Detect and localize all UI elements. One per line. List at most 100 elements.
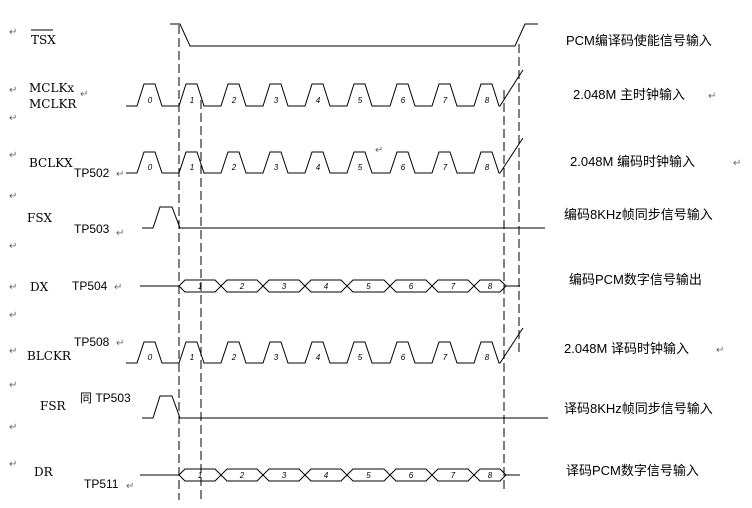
margin-return-mark: ↵ bbox=[9, 241, 17, 252]
margin-return-mark: ↵ bbox=[9, 459, 17, 470]
signal-desc-tsx: PCM编译码使能信号输入 bbox=[566, 33, 712, 48]
margin-return-mark: ↵ bbox=[9, 150, 17, 161]
signal-name-mclk: MCLKx bbox=[29, 81, 74, 95]
signal-name-tsx: TSX bbox=[31, 33, 56, 47]
signal-row-fsx: FSX TP503 编码8KHz帧同步信号输入 bbox=[27, 206, 713, 236]
clock-tick-label: 5 bbox=[358, 96, 363, 105]
ret-mark-fsx: ↵ bbox=[116, 228, 124, 239]
clock-tick-label: 3 bbox=[274, 353, 279, 362]
data-bit-label: 4 bbox=[324, 282, 329, 291]
tp-label-blckr: TP508 bbox=[74, 335, 110, 349]
ret-mark-bclkx: ↵ bbox=[116, 169, 124, 180]
margin-return-mark: ↵ bbox=[9, 282, 17, 293]
clock-tick-label: 4 bbox=[316, 96, 321, 105]
margin-return-mark: ↵ bbox=[9, 191, 17, 202]
mclk-waveform bbox=[126, 69, 524, 107]
ret-mark-mclk: ↵ bbox=[80, 89, 88, 100]
clock-tick-label: 1 bbox=[190, 163, 194, 172]
data-bit-label: 6 bbox=[409, 471, 414, 480]
bclkx-waveform bbox=[126, 137, 524, 174]
data-bit-label: 5 bbox=[366, 282, 371, 291]
clock-tick-label: 8 bbox=[485, 163, 490, 172]
return-marks: ↵↵↵↵↵↵↵↵↵↵↵↵ bbox=[9, 27, 17, 470]
signal-row-bclkx: BCLKX TP502 0 1 2 3 4 5 6 7 8 2.048M 编码时钟输入 bbox=[29, 137, 695, 180]
clock-tick-label: 2 bbox=[231, 163, 237, 172]
margin-return-mark: ↵ bbox=[9, 85, 17, 96]
signal-row-fsr: FSR 同 TP503 译码8KHz帧同步信号输入 bbox=[40, 391, 713, 419]
data-bit-label: 8 bbox=[488, 282, 493, 291]
tp-label-bclkx: TP502 bbox=[74, 166, 110, 180]
signal-desc-mclk: 2.048M 主时钟输入 bbox=[573, 87, 685, 102]
clock-tick-label: 7 bbox=[443, 353, 448, 362]
clock-tick-label: 4 bbox=[316, 353, 321, 362]
signal-name-dx: DX bbox=[30, 280, 49, 294]
clock-tick-label: 8 bbox=[485, 353, 490, 362]
clock-tick-label: 1 bbox=[190, 96, 194, 105]
data-bit-label: 4 bbox=[324, 471, 329, 480]
clock-tick-label: 7 bbox=[443, 163, 448, 172]
signal-name-mclk-2: MCLKR bbox=[29, 97, 77, 111]
margin-return-mark: ↵ bbox=[9, 380, 17, 391]
clock-tick-label: 8 bbox=[485, 96, 490, 105]
tp-label-dr: TP511 bbox=[84, 477, 119, 491]
ret-mark-mid: ↵ bbox=[375, 145, 383, 156]
margin-return-mark: ↵ bbox=[9, 310, 17, 321]
data-bit-label: 2 bbox=[239, 471, 245, 480]
signal-name-dr: DR bbox=[34, 465, 54, 479]
data-bit-label: 3 bbox=[282, 282, 287, 291]
ret-mark-desc-bclkx: ↵ bbox=[733, 158, 741, 169]
margin-return-mark: ↵ bbox=[9, 422, 17, 433]
clock-tick-label: 7 bbox=[443, 96, 448, 105]
fsx-waveform bbox=[142, 206, 545, 229]
signal-desc-dx: 编码PCM数字信号输出 bbox=[569, 272, 702, 287]
fsr-waveform bbox=[142, 395, 548, 419]
signal-name-fsr: FSR bbox=[40, 399, 67, 413]
ret-mark-dr: ↵ bbox=[126, 481, 134, 492]
margin-return-mark: ↵ bbox=[9, 27, 17, 38]
clock-tick-label: 3 bbox=[274, 163, 279, 172]
signal-desc-bclkx: 2.048M 编码时钟输入 bbox=[570, 154, 695, 169]
tsx-waveform bbox=[170, 23, 538, 47]
inline-return-marks: ↵ ↵ ↵ ↵ ↵ ↵ ↵ ↵ ↵ ↵ bbox=[80, 89, 741, 492]
data-bit-label: 1 bbox=[198, 471, 202, 480]
clock-tick-label: 2 bbox=[231, 353, 237, 362]
signal-desc-dr: 译码PCM数字信号输入 bbox=[566, 463, 699, 478]
data-bit-label: 5 bbox=[366, 471, 371, 480]
margin-return-mark: ↵ bbox=[9, 346, 17, 357]
ret-mark-dx: ↵ bbox=[114, 282, 122, 293]
data-bit-label: 2 bbox=[239, 282, 245, 291]
data-bit-label: 6 bbox=[409, 282, 414, 291]
signal-desc-fsr: 译码8KHz帧同步信号输入 bbox=[564, 401, 713, 416]
signal-desc-blckr: 2.048M 译码时钟输入 bbox=[564, 341, 689, 356]
clock-tick-label: 0 bbox=[148, 353, 153, 362]
reference-lines bbox=[178, 25, 520, 500]
tp-label-fsx: TP503 bbox=[74, 222, 110, 236]
signal-row-tsx: TSX PCM编译码使能信号输入 bbox=[31, 23, 712, 48]
bclkx-tick-labels: 0 1 2 3 4 5 6 7 8 bbox=[148, 163, 490, 172]
clock-tick-label: 5 bbox=[358, 163, 363, 172]
blckr-waveform bbox=[126, 327, 524, 364]
tp-label-fsr: 同 TP503 bbox=[80, 391, 131, 405]
clock-tick-label: 0 bbox=[148, 163, 153, 172]
data-bit-label: 7 bbox=[451, 282, 456, 291]
clock-tick-label: 4 bbox=[316, 163, 321, 172]
data-bit-label: 1 bbox=[198, 282, 202, 291]
ret-mark-desc-blckr: ↵ bbox=[716, 345, 724, 356]
clock-tick-label: 6 bbox=[401, 163, 406, 172]
signal-name-bclkx: BCLKX bbox=[29, 156, 73, 170]
ret-mark-blckr: ↵ bbox=[116, 338, 124, 349]
clock-tick-label: 0 bbox=[148, 96, 153, 105]
signal-desc-fsx: 编码8KHz帧同步信号输入 bbox=[564, 207, 713, 222]
signal-name-blckr: BLCKR bbox=[27, 349, 72, 363]
clock-tick-label: 3 bbox=[274, 96, 279, 105]
signal-name-fsx: FSX bbox=[27, 211, 53, 225]
dx-waveform: 1 2 3 4 5 6 7 8 bbox=[140, 279, 520, 293]
clock-tick-label: 1 bbox=[190, 353, 194, 362]
clock-tick-label: 6 bbox=[401, 353, 406, 362]
